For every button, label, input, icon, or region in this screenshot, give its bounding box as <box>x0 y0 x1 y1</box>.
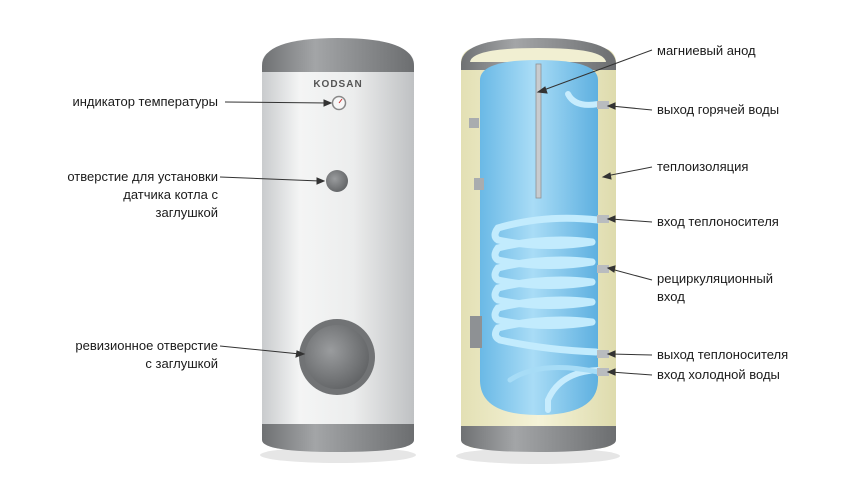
coil-out-nozzle <box>597 350 609 358</box>
label-insulation: теплоизоляция <box>657 159 749 174</box>
hot-water-nozzle <box>597 101 609 109</box>
label-hot-water-outlet: выход горячей воды <box>657 102 780 117</box>
recirc-nozzle <box>597 265 609 273</box>
hot-water-pipe <box>565 91 601 108</box>
label-coolant-outlet: выход теплоносителя <box>657 347 789 362</box>
magnesium-anode <box>535 63 542 199</box>
label-cold-water-inlet: вход холодной воды <box>657 367 780 382</box>
coil-in-nozzle <box>597 215 609 223</box>
label-recirculation-inlet: рециркуляционный вход <box>657 271 773 304</box>
cold-water-nozzle <box>597 368 609 376</box>
top-cap <box>262 38 414 72</box>
inspection-flange-icon <box>299 319 375 395</box>
label-temperature-indicator: индикатор температуры <box>72 94 218 109</box>
closed-tank: KODSAN <box>260 38 416 463</box>
bottom-cap <box>262 424 414 452</box>
temperature-gauge-icon <box>331 95 347 111</box>
label-coolant-inlet: вход теплоносителя <box>657 214 779 229</box>
label-magnesium-anode: магниевый анод <box>657 43 756 58</box>
label-inspection-hole: ревизионное отверстие с заглушкой <box>75 338 218 371</box>
brand-logo: KODSAN <box>313 79 362 90</box>
label-sensor-hole: отверстие для установки датчика котла с … <box>67 169 218 220</box>
sensor-plug-icon <box>326 170 348 192</box>
leader-lines <box>219 49 653 376</box>
heat-exchanger-coil <box>491 214 602 356</box>
cutaway-tank <box>456 38 620 464</box>
